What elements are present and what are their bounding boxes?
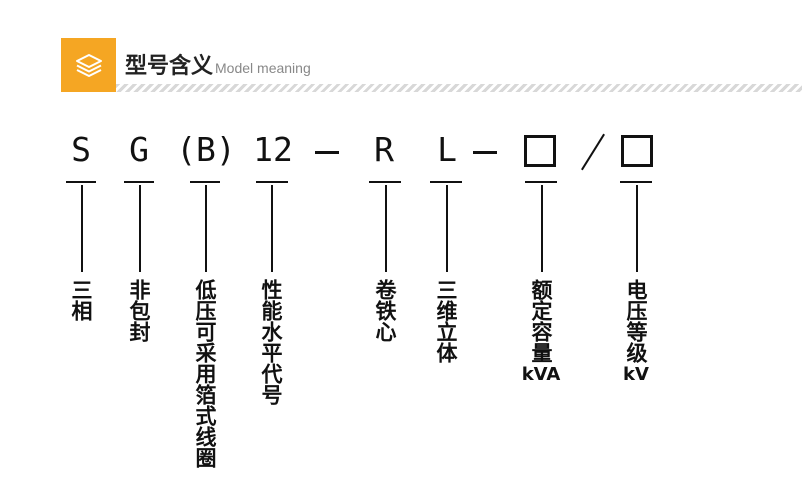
section-header: 型号含义 Model meaning <box>0 0 802 100</box>
connector-line <box>636 185 638 272</box>
underline <box>620 181 652 183</box>
connector-line <box>81 185 83 272</box>
connector-line <box>541 185 543 272</box>
meaning-l: 三维立体 <box>434 279 458 363</box>
section-title: 型号含义 Model meaning <box>125 48 311 80</box>
underline <box>256 181 288 183</box>
meaning-voltage-unit: kV <box>623 364 649 385</box>
meaning-capacity-text: 额定容量 <box>529 279 553 363</box>
section-title-en: Model meaning <box>215 60 311 76</box>
voltage-placeholder-box <box>621 135 653 167</box>
code-12: 12 <box>253 130 293 169</box>
dash-separator <box>315 151 339 154</box>
underline <box>190 181 220 183</box>
underline <box>66 181 96 183</box>
connector-line <box>385 185 387 272</box>
code-l: L <box>437 130 457 169</box>
connector-line <box>205 185 207 272</box>
meaning-capacity: 额定容量 kVA <box>506 279 576 387</box>
meaning-r: 卷铁心 <box>373 279 397 342</box>
underline <box>525 181 557 183</box>
section-title-zh: 型号含义 <box>125 54 214 79</box>
connector-line <box>139 185 141 272</box>
dash-separator <box>473 151 497 154</box>
meaning-12: 性能水平代号 <box>259 279 283 405</box>
connector-line <box>446 185 448 272</box>
meaning-b: 低压可采用箔式线圈 <box>193 279 217 468</box>
meaning-capacity-unit: kVA <box>521 364 561 385</box>
meaning-g: 非包封 <box>127 279 151 342</box>
meaning-voltage: 电压等级 kV <box>601 279 671 387</box>
underline <box>430 181 462 183</box>
code-g: G <box>129 130 149 169</box>
capacity-placeholder-box <box>524 135 556 167</box>
code-s: S <box>71 130 91 169</box>
meaning-s: 三相 <box>69 279 93 321</box>
meaning-voltage-text: 电压等级 <box>624 279 648 363</box>
layers-icon <box>75 54 102 77</box>
code-r: R <box>374 130 394 169</box>
underline <box>124 181 154 183</box>
code-b: (B) <box>176 130 236 169</box>
underline <box>369 181 401 183</box>
header-stripe-divider <box>116 84 802 92</box>
slash-separator <box>581 133 605 171</box>
layers-icon-box <box>61 38 116 92</box>
connector-line <box>271 185 273 272</box>
